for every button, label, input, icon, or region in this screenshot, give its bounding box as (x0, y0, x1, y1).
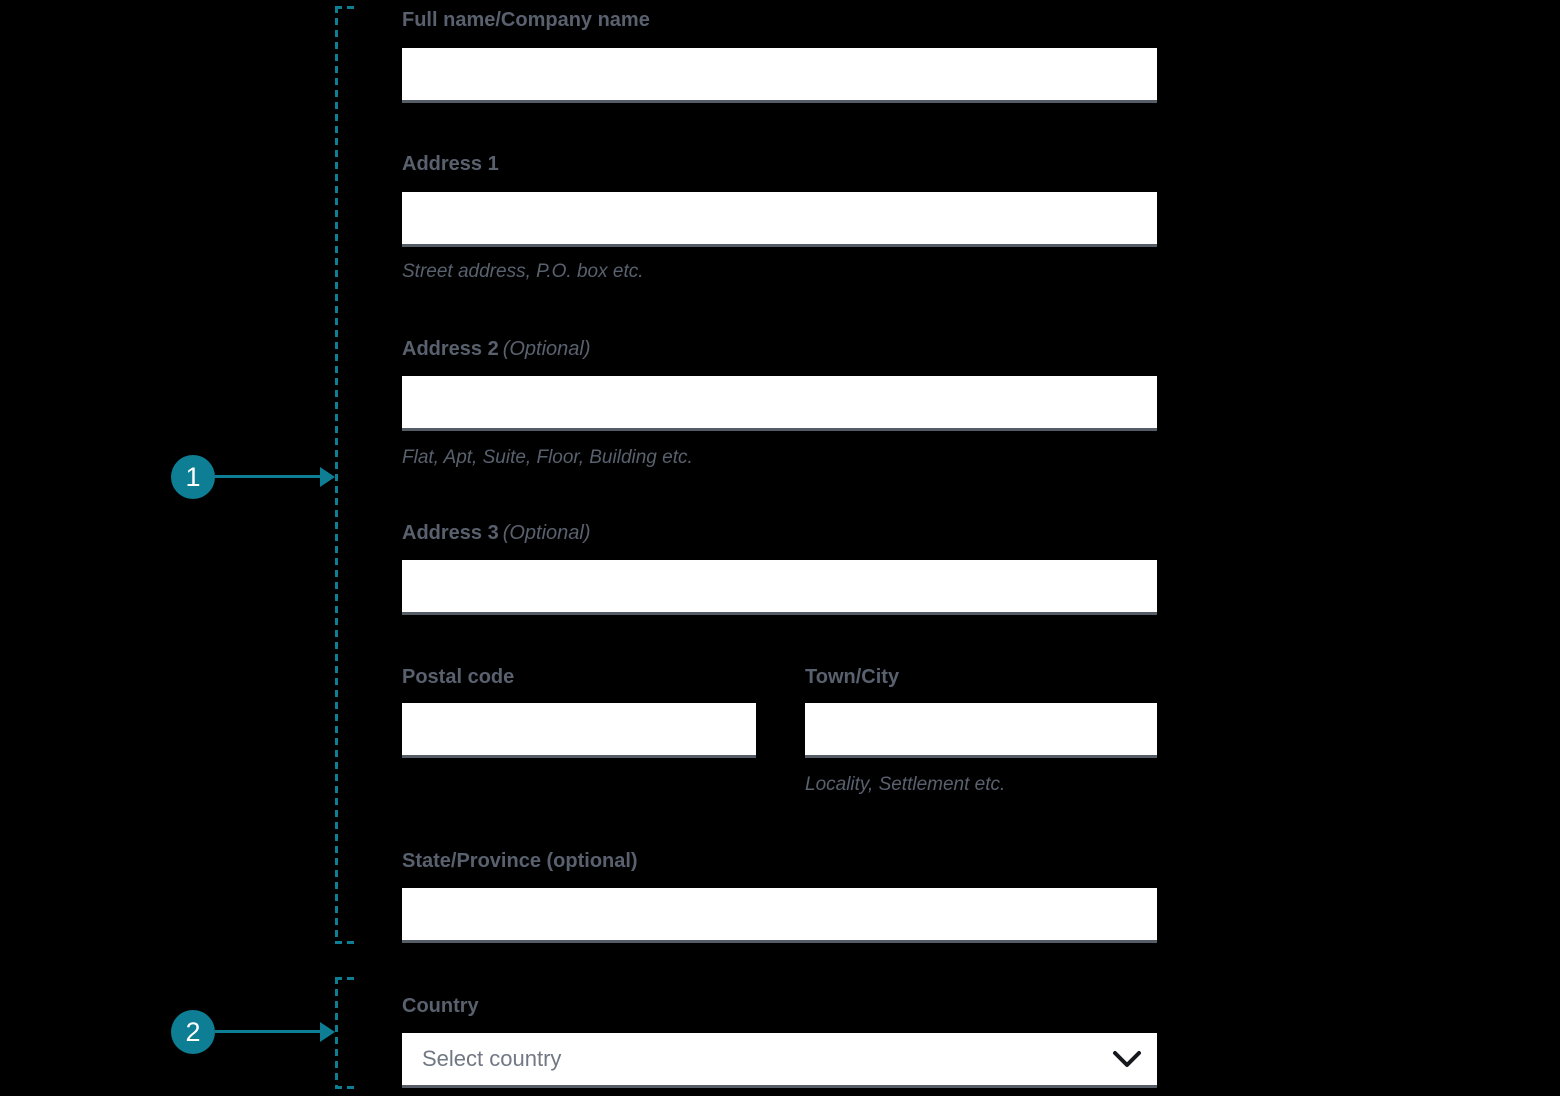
address2-input[interactable] (402, 376, 1157, 431)
state-province-label-text: State/Province (optional) (402, 850, 638, 872)
section-1-bracket-top-tick (335, 6, 356, 9)
annotation-2-arrowhead-icon (320, 1022, 335, 1042)
annotation-marker-2: 2 (171, 1010, 336, 1054)
annotation-1-arrowhead-icon (320, 467, 335, 487)
annotation-marker-1: 1 (171, 455, 336, 499)
address2-label: Address 2(Optional) (402, 338, 591, 361)
address1-input[interactable] (402, 192, 1157, 247)
address1-hint: Street address, P.O. box etc. (402, 261, 644, 282)
town-city-label: Town/City (805, 666, 899, 689)
annotation-1-badge: 1 (171, 455, 215, 499)
full-name-input[interactable] (402, 48, 1157, 103)
address2-optional-text: (Optional) (502, 338, 591, 360)
full-name-label: Full name/Company name (402, 9, 650, 32)
full-name-label-text: Full name/Company name (402, 9, 650, 31)
country-label: Country (402, 995, 479, 1018)
town-city-input[interactable] (805, 703, 1157, 758)
country-select-value: Select country (422, 1046, 562, 1071)
section-2-bracket-bottom-tick (335, 1086, 356, 1089)
section-1-bracket-line (335, 6, 338, 944)
postal-code-label-text: Postal code (402, 666, 515, 688)
town-city-label-text: Town/City (805, 666, 900, 688)
address3-label: Address 3(Optional) (402, 522, 591, 545)
address1-label: Address 1 (402, 153, 499, 176)
section-2-bracket-top-tick (335, 977, 356, 980)
annotation-1-arrow-line (215, 475, 320, 478)
annotation-2-arrow-line (215, 1030, 320, 1033)
state-province-label: State/Province (optional) (402, 850, 638, 873)
chevron-down-icon (1113, 1051, 1141, 1067)
address2-hint: Flat, Apt, Suite, Floor, Building etc. (402, 447, 693, 468)
address1-label-text: Address 1 (402, 153, 499, 175)
address3-input[interactable] (402, 560, 1157, 615)
address3-label-text: Address 3 (402, 522, 499, 544)
section-1-bracket-bottom-tick (335, 941, 356, 944)
postal-code-input[interactable] (402, 703, 756, 758)
annotation-2-number: 2 (185, 1017, 201, 1047)
state-province-input[interactable] (402, 888, 1157, 943)
section-2-bracket-line (335, 977, 338, 1086)
country-select[interactable]: Select country (402, 1033, 1157, 1088)
annotation-2-badge: 2 (171, 1010, 215, 1054)
country-label-text: Country (402, 995, 479, 1017)
postal-code-label: Postal code (402, 666, 514, 689)
address2-label-text: Address 2 (402, 338, 499, 360)
address3-optional-text: (Optional) (502, 522, 591, 544)
town-city-hint: Locality, Settlement etc. (805, 774, 1006, 795)
annotation-1-number: 1 (185, 462, 201, 492)
